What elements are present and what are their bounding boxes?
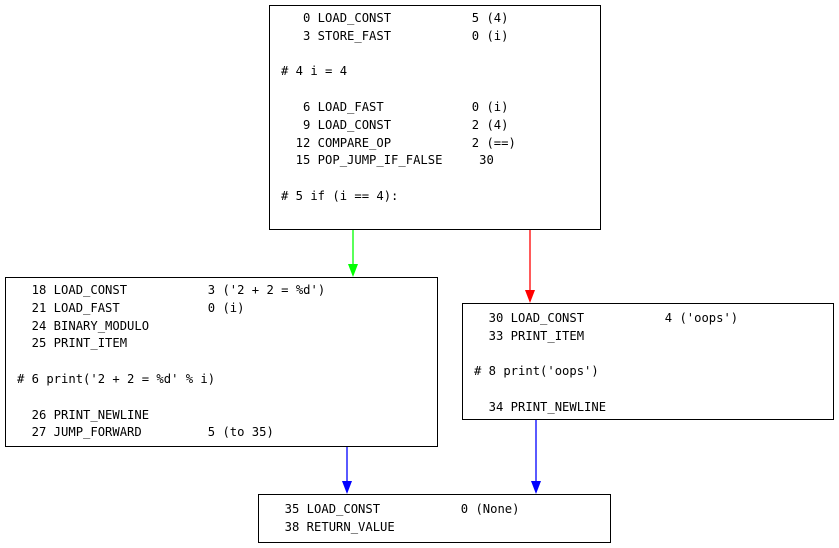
code-line: 27 JUMP_FORWARD 5 (to 35) (17, 425, 274, 440)
code-line: 9 LOAD_CONST 2 (4) (281, 117, 509, 132)
arrowhead-true-branch-to-exit (342, 481, 352, 494)
code-line: 33 PRINT_ITEM (474, 328, 585, 343)
false-branch-node: 30 LOAD_CONST 4 ('oops') 33 PRINT_ITEM #… (462, 303, 834, 420)
code-line: 12 COMPARE_OP 2 (==) (281, 135, 516, 150)
code-line: 26 PRINT_NEWLINE (17, 407, 150, 422)
code-line: 24 BINARY_MODULO (17, 318, 150, 333)
exit-block-node: 35 LOAD_CONST 0 (None) 38 RETURN_VALUE (258, 494, 611, 543)
entry-block-node: 0 LOAD_CONST 5 (4) 3 STORE_FAST 0 (i) # … (269, 5, 601, 230)
arrowhead-entry-to-true-branch (348, 264, 358, 277)
source-comment: # 6 print('2 + 2 = %d' % i) (17, 371, 216, 386)
source-comment: # 8 print('oops') (474, 364, 599, 379)
code-line: 15 POP_JUMP_IF_FALSE 30 (281, 153, 494, 168)
code-line: 38 RETURN_VALUE (270, 519, 395, 534)
code-line: 0 LOAD_CONST 5 (4) (281, 11, 509, 25)
source-comment: # 4 i = 4 (281, 64, 348, 79)
code-line: 35 LOAD_CONST 0 (None) (270, 502, 520, 516)
code-line: 25 PRINT_ITEM (17, 336, 128, 351)
code-line: 21 LOAD_FAST 0 (i) (17, 300, 245, 315)
code-line: 6 LOAD_FAST 0 (i) (281, 99, 509, 114)
arrowhead-entry-to-false-branch (525, 290, 535, 303)
code-line: 30 LOAD_CONST 4 ('oops') (474, 311, 739, 325)
source-comment: # 5 if (i == 4): (281, 188, 399, 203)
code-line: 3 STORE_FAST 0 (i) (281, 28, 509, 43)
code-line: 18 LOAD_CONST 3 ('2 + 2 = %d') (17, 283, 326, 297)
arrowhead-false-branch-to-exit (531, 481, 541, 494)
true-branch-node: 18 LOAD_CONST 3 ('2 + 2 = %d') 21 LOAD_F… (5, 277, 438, 447)
code-line: 34 PRINT_NEWLINE (474, 399, 607, 414)
